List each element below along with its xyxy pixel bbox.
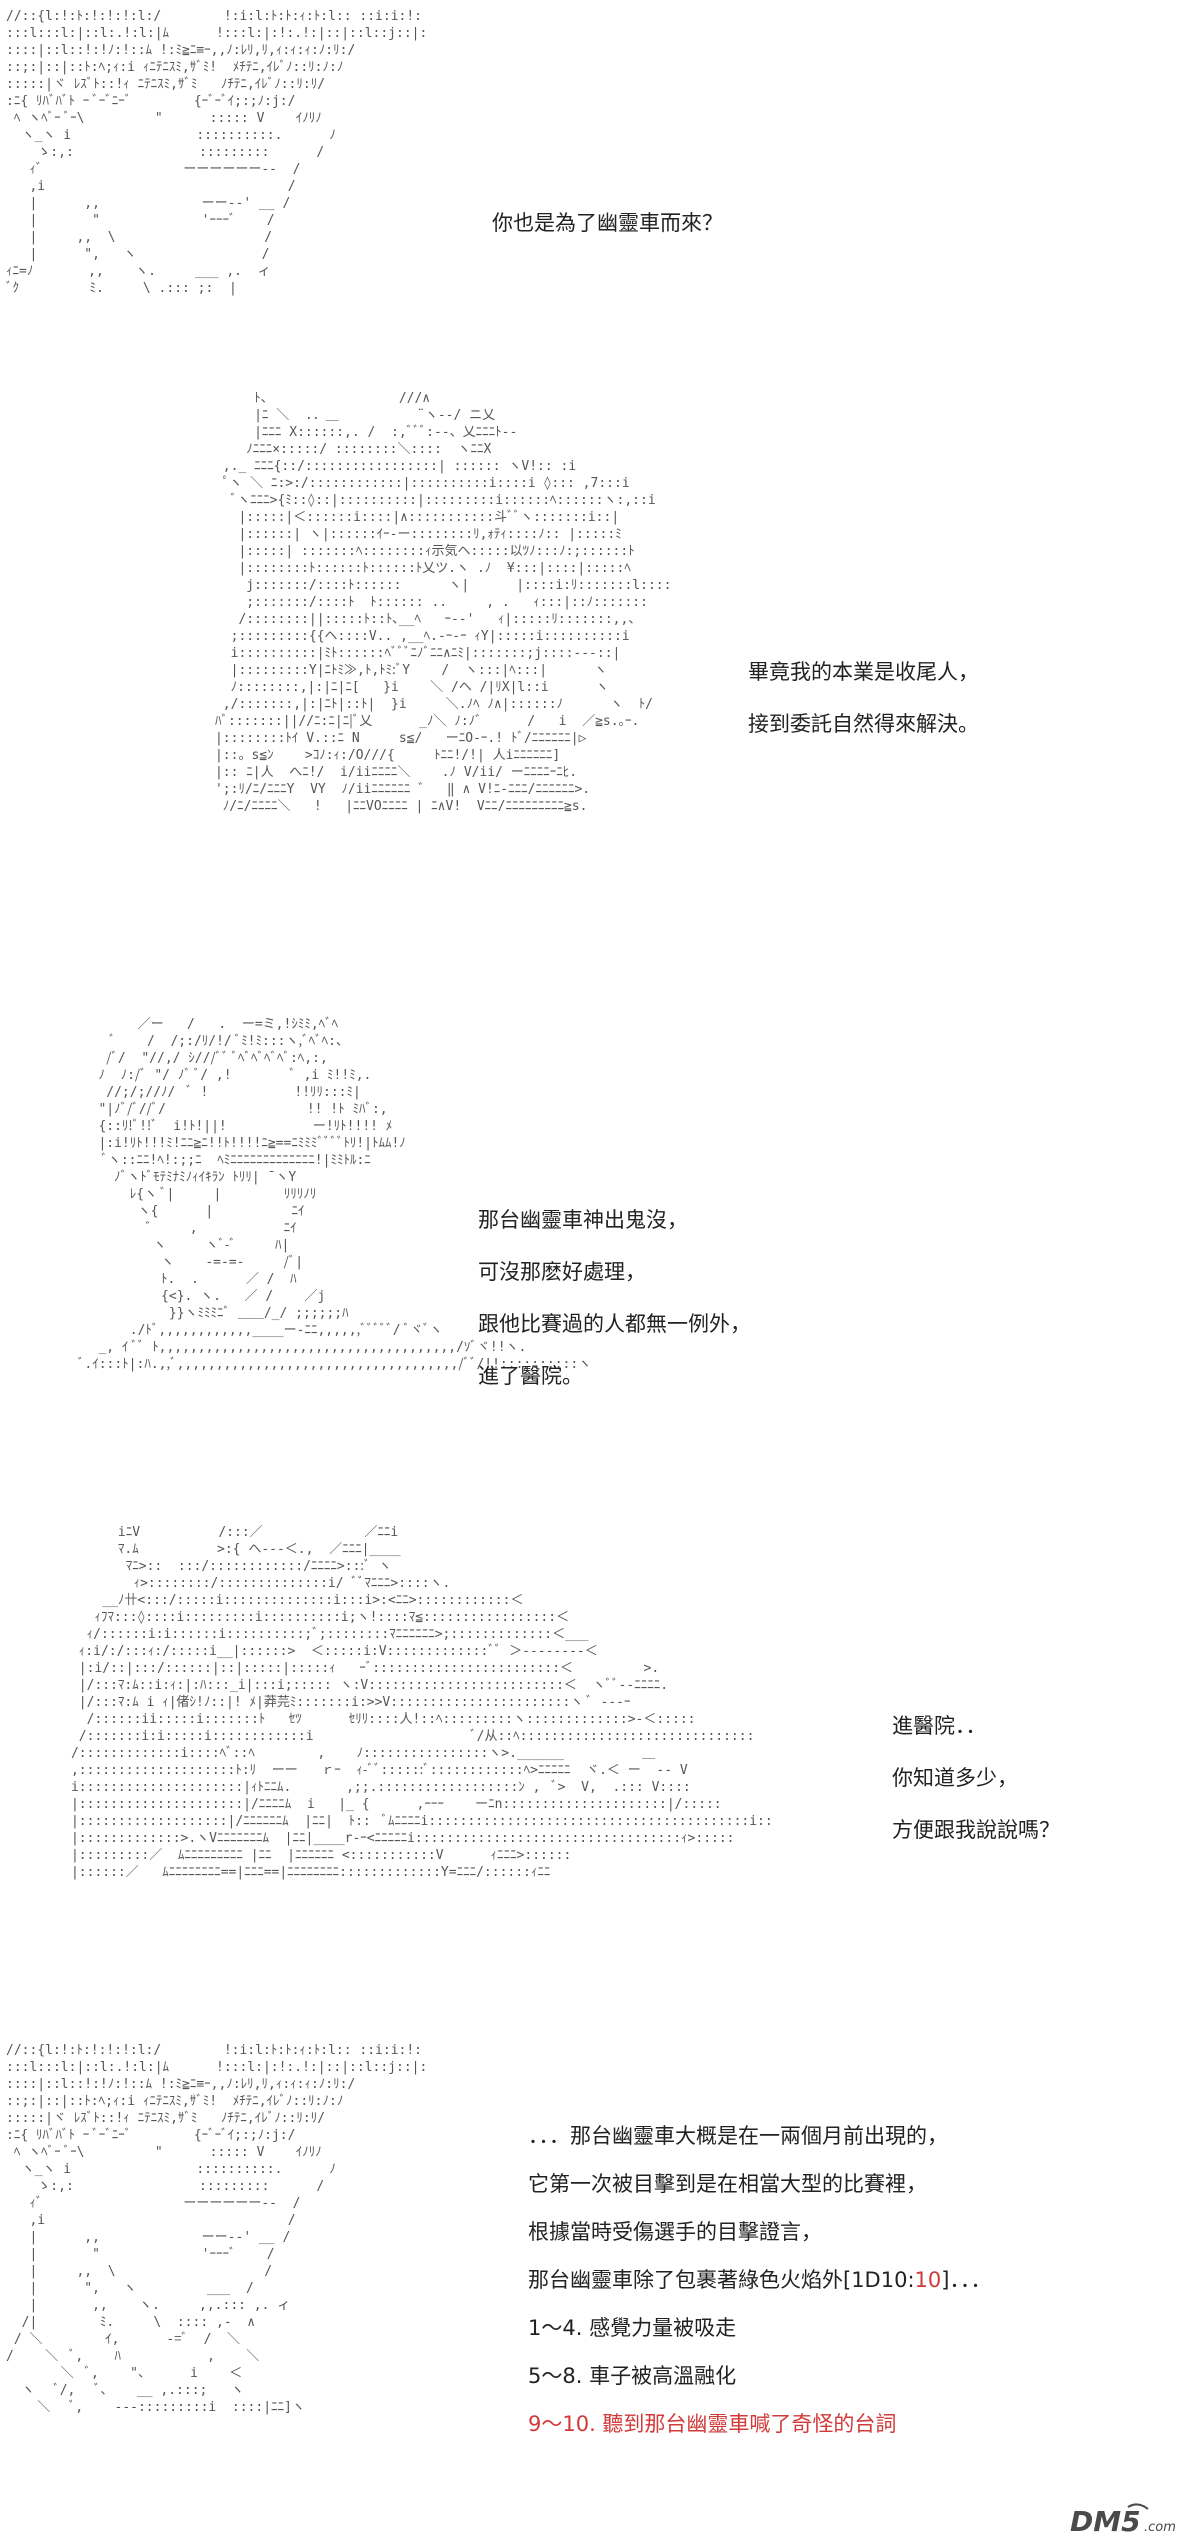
dialog-line: 可沒那麽好處理， bbox=[478, 1260, 646, 1284]
dialog-line: 畢竟我的本業是收尾人， bbox=[748, 660, 979, 684]
dialog-line-text: 那台幽靈車除了包裹著綠色火焰外 bbox=[528, 2268, 843, 2292]
ascii-art-character: //::{l:!:ﾄ:!:!:!:l:/ !:i:l:ﾄ:ﾄ:ｨ:ﾄ:l:: :… bbox=[6, 9, 428, 296]
dialog-line: 你也是為了幽靈車而來？ bbox=[492, 211, 723, 235]
svg-text:.com: .com bbox=[1144, 2520, 1176, 2535]
ascii-art-character: ／ー / . ー=ミ,!ｼﾐﾐ,ﾍﾞﾍ ﾞ / /;:/ﾘ/!/ ﾞﾐ!ﾐ:::… bbox=[74, 1017, 592, 1372]
dialog-line: 方便跟我說說嗎？ bbox=[892, 1818, 1060, 1842]
panel-2: ﾄ、 ///∧ |ﾆ ＼ .．＿ ¨ヽ--/ ニ乂 |ﾆﾆﾆ X::::::,.… bbox=[0, 380, 1200, 1000]
dialog-line: 你知道多少， bbox=[892, 1766, 1018, 1790]
dialog-text: 那台幽靈車神出鬼沒， 可沒那麽好處理， 跟他比賽過的人都無一例外， 進了醫院。 bbox=[478, 1194, 751, 1402]
dice-roll-result: 10 bbox=[914, 2268, 942, 2292]
svg-text:DM5: DM5 bbox=[1070, 2505, 1141, 2538]
dialog-text: 你也是為了幽靈車而來？ bbox=[492, 208, 723, 238]
ascii-art-character: ﾄ、 ///∧ |ﾆ ＼ .．＿ ¨ヽ--/ ニ乂 |ﾆﾆﾆ X::::::,.… bbox=[214, 391, 672, 814]
dialog-line-highlight: 9～10. 聽到那台幽靈車喊了奇怪的台詞 bbox=[528, 2412, 897, 2436]
panel-1: //::{l:!:ﾄ:!:!:!:l:/ !:i:l:ﾄ:ﾄ:ｨ:ﾄ:l:: :… bbox=[0, 0, 1200, 370]
panel-5: //::{l:!:ﾄ:!:!:!:l:/ !:i:l:ﾄ:ﾄ:ｨ:ﾄ:l:: :… bbox=[0, 2030, 1200, 2547]
ascii-art-character: iﾆV /:::／ ／ﾆﾆi ﾏ.ﾑ >:{ ヘ---＜., ／ﾆﾆﾆ|____… bbox=[70, 1525, 773, 1880]
dialog-line: 5～8. 車子被高溫融化 bbox=[528, 2364, 737, 2388]
dice-roll-prefix: [1D10: bbox=[843, 2268, 915, 2292]
dice-roll-suffix: ]．．． bbox=[941, 2268, 992, 2292]
dialog-line: ．．．那台幽靈車大概是在一兩個月前出現的， bbox=[528, 2124, 948, 2148]
dialog-text: ．．．那台幽靈車大概是在一兩個月前出現的， 它第一次被目擊到是在相當大型的比賽裡… bbox=[528, 2112, 991, 2448]
dialog-line: 進了醫院。 bbox=[478, 1364, 583, 1388]
dialog-text: 畢竟我的本業是收尾人， 接到委託自然得來解決。 bbox=[748, 646, 979, 750]
dialog-line: 它第一次被目擊到是在相當大型的比賽裡， bbox=[528, 2172, 927, 2196]
dialog-line: 接到委託自然得來解決。 bbox=[748, 712, 979, 736]
dialog-text: 進醫院．． 你知道多少， 方便跟我說說嗎？ bbox=[892, 1700, 1060, 1856]
dialog-line: 根據當時受傷選手的目擊證言， bbox=[528, 2220, 822, 2244]
panel-3: ／ー / . ー=ミ,!ｼﾐﾐ,ﾍﾞﾍ ﾞ / /;:/ﾘ/!/ ﾞﾐ!ﾐ:::… bbox=[0, 1010, 1200, 1500]
dialog-line: 那台幽靈車除了包裹著綠色火焰外[1D10:10]．．． bbox=[528, 2256, 991, 2304]
panel-4: iﾆV /:::／ ／ﾆﾆi ﾏ.ﾑ >:{ ヘ---＜., ／ﾆﾆﾆ|____… bbox=[0, 1510, 1200, 2020]
dialog-line: 跟他比賽過的人都無一例外， bbox=[478, 1312, 751, 1336]
dialog-line: 1～4. 感覺力量被吸走 bbox=[528, 2316, 737, 2340]
ascii-art-character: //::{l:!:ﾄ:!:!:!:l:/ !:i:l:ﾄ:ﾄ:ｨ:ﾄ:l:: :… bbox=[6, 2043, 428, 2415]
dialog-line: 進醫院．． bbox=[892, 1714, 987, 1738]
dm5-logo-icon: DM5 .com bbox=[1070, 2503, 1176, 2538]
dialog-line: 那台幽靈車神出鬼沒， bbox=[478, 1208, 688, 1232]
